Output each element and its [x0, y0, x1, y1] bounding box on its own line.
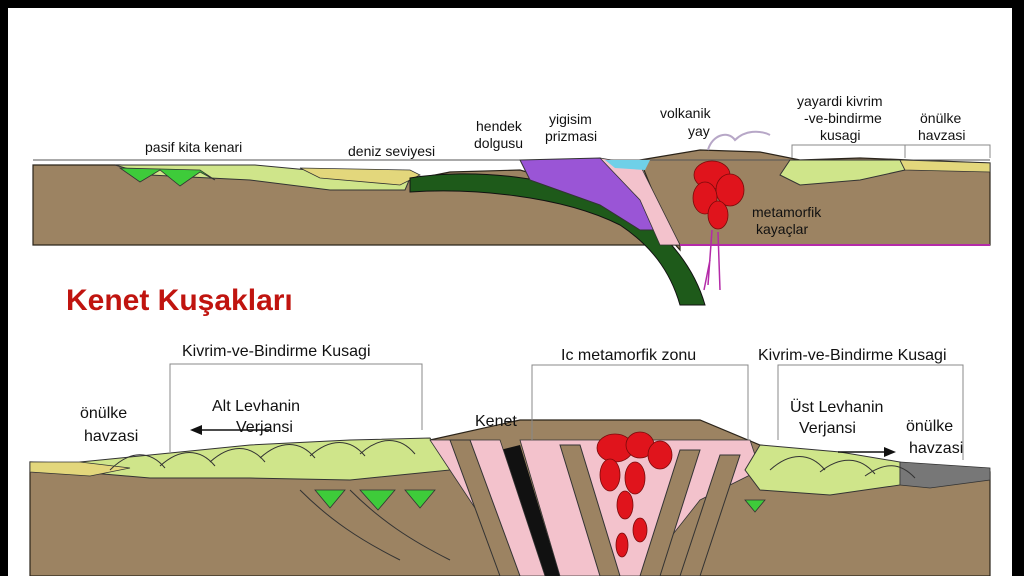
label-onulke-left: önülke — [80, 405, 127, 422]
label-ust-verjansi: Verjansi — [799, 420, 856, 437]
label-onulke-right: önülke — [906, 418, 953, 435]
left-foreland-yellow — [29, 461, 131, 477]
suture-black — [500, 445, 560, 576]
bottom-labels: Kivrim-ve-Bindirme Kusagi Ic metamorfik … — [80, 343, 964, 460]
arrow-right — [838, 447, 896, 457]
magma-conduits — [703, 229, 721, 291]
label-yayardi: yayardi kivrim — [797, 93, 883, 109]
right-foreland-basin — [899, 461, 991, 489]
right-green-wedge — [744, 499, 766, 513]
label-havzasi-right: havzasi — [909, 440, 963, 457]
right-fold-lines — [769, 456, 916, 479]
label-deniz-seviyesi: deniz seviyesi — [348, 143, 435, 159]
page-title: Kenet Kuşakları — [66, 284, 293, 317]
label-metamorfik: metamorfik — [752, 204, 822, 220]
collision-magma — [596, 431, 673, 558]
label-kayaclar: kayaçlar — [756, 221, 808, 237]
label-hendek: hendek — [476, 118, 523, 134]
forearc-sea — [605, 160, 650, 170]
left-fold-lines — [109, 440, 451, 561]
arrow-left — [190, 425, 270, 435]
label-volkanik: volkanik — [660, 105, 712, 121]
label-havzasi-top: havzasi — [918, 127, 965, 143]
top-labels: pasif kita kenari deniz seviyesi hendek … — [145, 93, 991, 237]
label-yigisim: yigisim — [549, 111, 592, 127]
bracket-onulke-top — [904, 144, 991, 158]
left-green-wedges — [314, 489, 436, 511]
label-havzasi-left: havzasi — [84, 428, 138, 445]
label-alt-levhanin: Alt Levhanin — [212, 398, 300, 415]
label-dolgusu: dolgusu — [474, 135, 523, 151]
label-onulke-top: önülke — [920, 110, 961, 126]
bracket-yayardi — [791, 144, 906, 158]
foreland-basin-top — [899, 159, 991, 173]
bottom-cross-section — [29, 419, 991, 576]
label-kenet: Kenet — [475, 413, 517, 430]
passive-margin-green — [118, 167, 216, 187]
bracket-kivrim-left — [169, 363, 423, 452]
top-cross-section — [32, 130, 991, 306]
bracket-ic-metamorfik — [531, 364, 749, 440]
label-ust-levhanin: Üst Levhanin — [790, 398, 883, 416]
label-ic-metamorfik: Ic metamorfik zonu — [561, 347, 696, 364]
label-pasif-kita: pasif kita kenari — [145, 139, 242, 155]
label-prizmasi: prizmasi — [545, 128, 597, 144]
magma-body — [692, 160, 745, 230]
bracket-kivrim-right — [777, 364, 964, 460]
label-alt-verjansi: Verjansi — [236, 419, 293, 436]
volcano-plume — [707, 130, 771, 151]
label-yay: yay — [688, 123, 710, 139]
label-ve-bindirme: -ve-bindirme — [804, 110, 882, 126]
central-thrusts — [449, 439, 741, 576]
label-kusagi: kusagi — [820, 127, 860, 143]
label-kivrim-left: Kivrim-ve-Bindirme Kusagi — [182, 343, 371, 360]
label-kivrim-right: Kivrim-ve-Bindirme Kusagi — [758, 347, 947, 364]
